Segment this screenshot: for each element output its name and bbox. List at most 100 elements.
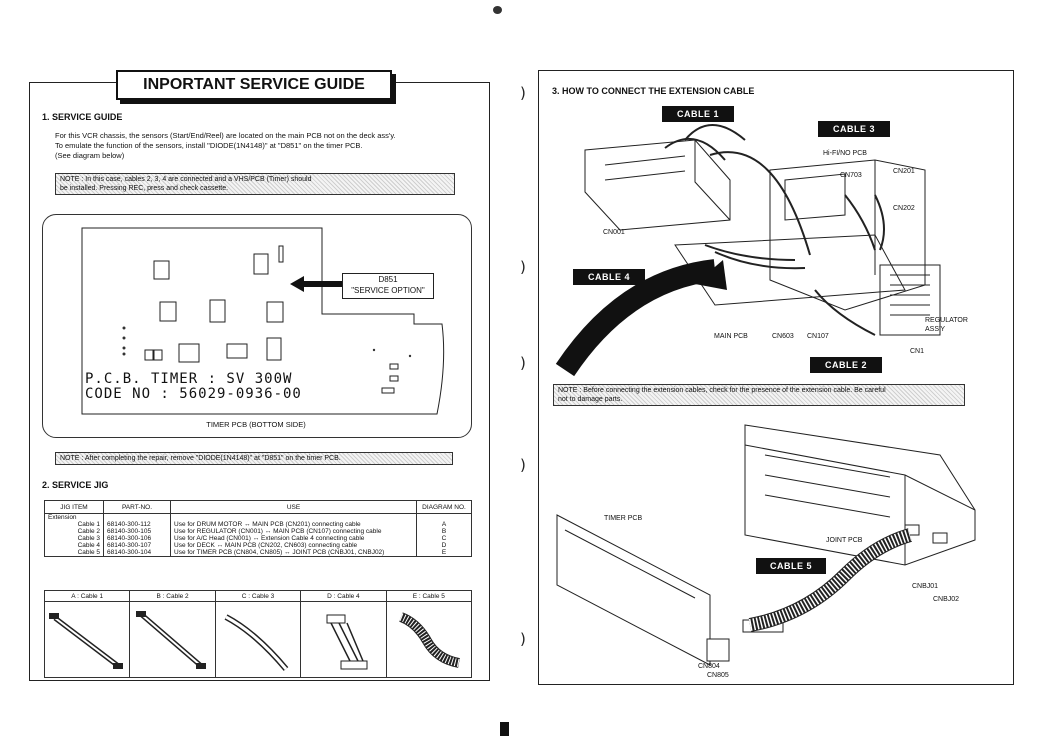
binding-mark: ) bbox=[520, 456, 526, 474]
diagram-no: A bbox=[416, 521, 472, 528]
part-no: 68140-300-112 bbox=[103, 521, 171, 528]
regulator-line: ASS'Y bbox=[925, 326, 946, 333]
diagram-no: C bbox=[416, 535, 472, 542]
page-title: INPORTANT SERVICE GUIDE bbox=[116, 70, 392, 100]
cable-3-tag: CABLE 3 bbox=[818, 121, 890, 137]
cable-3-drawing bbox=[224, 614, 289, 671]
regulator-label: REGULATOR ASS'Y bbox=[925, 316, 968, 334]
deck-connection-drawing bbox=[555, 124, 941, 377]
use-text: Use for A/C Head (CN001) ↔ Extension Cab… bbox=[170, 535, 417, 542]
cable-diagram-strip: A : Cable 1 B : Cable 2 C : Cable 3 D : … bbox=[44, 590, 472, 678]
joint-pcb-label: JOINT PCB bbox=[826, 537, 863, 544]
service-note: NOTE : In this case, cables 2, 3, 4 are … bbox=[55, 173, 455, 195]
cn805-label: CN805 bbox=[707, 672, 729, 679]
group-label: Extension bbox=[44, 513, 104, 521]
cable-1-drawing bbox=[49, 613, 123, 669]
part-no: 68140-300-107 bbox=[103, 542, 171, 549]
timer-joint-drawing bbox=[556, 424, 976, 666]
note-line: be installed. Pressing REC, press and ch… bbox=[60, 185, 229, 192]
use-text: Use for TIMER PCB (CN804, CN805) ↔ JOINT… bbox=[170, 549, 417, 557]
cable-1-tag: CABLE 1 bbox=[662, 106, 734, 122]
table-row: Cable 1 68140-300-112 Use for DRUM MOTOR… bbox=[44, 521, 472, 528]
empty-cell bbox=[103, 513, 171, 521]
cn603-label: CN603 bbox=[772, 333, 794, 340]
column-header: PART-NO. bbox=[103, 500, 171, 514]
cn804-label: CN804 bbox=[698, 663, 720, 670]
service-jig-heading: 2. SERVICE JIG bbox=[42, 480, 109, 490]
service-guide-body: For this VCR chassis, the sensors (Start… bbox=[55, 131, 475, 161]
right-page-frame bbox=[538, 70, 1014, 685]
pcb-line: P.C.B. TIMER : SV 300W bbox=[85, 371, 293, 387]
note-line: not to damage parts. bbox=[558, 396, 623, 403]
service-note-2: NOTE : After completing the repair, remo… bbox=[55, 452, 453, 465]
regulator-line: REGULATOR bbox=[925, 317, 968, 324]
cn001-label: CN001 bbox=[603, 229, 625, 236]
binding-mark: ) bbox=[520, 258, 526, 276]
body-line: (See diagram below) bbox=[55, 151, 125, 160]
cable-2-tag: CABLE 2 bbox=[810, 357, 882, 373]
table-row: Cable 4 68140-300-107 Use for DECK ↔ MAI… bbox=[44, 542, 472, 549]
empty-cell bbox=[416, 513, 472, 521]
jig-item: Cable 4 bbox=[44, 542, 104, 549]
cable-5-drawing bbox=[398, 612, 460, 668]
cable-diagram-c: C : Cable 3 bbox=[215, 591, 302, 677]
diagram-caption: D : Cable 4 bbox=[301, 592, 386, 602]
use-text: Use for DRUM MOTOR ↔ MAIN PCB (CN201) co… bbox=[170, 521, 417, 528]
use-text: Use for REGULATOR (CN001) ↔ MAIN PCB (CN… bbox=[170, 528, 417, 535]
scan-speck bbox=[500, 722, 509, 736]
cable-diagram-d: D : Cable 4 bbox=[301, 591, 387, 677]
hifi-pcb-label: Hi-FI/NO PCB bbox=[823, 150, 867, 157]
callout-line: D851 bbox=[378, 275, 398, 284]
column-header: DIAGRAM NO. bbox=[416, 500, 472, 514]
cable-4-drawing bbox=[326, 614, 368, 670]
main-pcb-label: MAIN PCB bbox=[714, 333, 748, 340]
binding-mark: ) bbox=[520, 84, 526, 102]
table-row: Extension bbox=[44, 513, 472, 521]
pcb-silkscreen: P.C.B. TIMER : SV 300W CODE NO : 56029-0… bbox=[85, 372, 302, 402]
cn107-label: CN107 bbox=[807, 333, 829, 340]
diagram-no: E bbox=[416, 549, 472, 557]
column-header: JIG ITEM bbox=[44, 500, 104, 514]
diagram-no: D bbox=[416, 542, 472, 549]
note-line: NOTE : Before connecting the extension c… bbox=[558, 387, 886, 394]
cnbj01-label: CNBJ01 bbox=[912, 583, 939, 590]
scan-speck bbox=[493, 6, 502, 14]
cnbj02-label: CNBJ02 bbox=[933, 596, 960, 603]
use-text: Use for DECK ↔ MAIN PCB (CN202, CN603) c… bbox=[170, 542, 417, 549]
diagram-caption: A : Cable 1 bbox=[45, 592, 130, 602]
callout-line: "SERVICE OPTION" bbox=[351, 286, 425, 295]
diagram-caption: E : Cable 5 bbox=[386, 592, 472, 602]
cable-diagram-b: B : Cable 2 bbox=[130, 591, 216, 677]
diagram-caption: C : Cable 3 bbox=[215, 592, 301, 602]
part-no: 68140-300-106 bbox=[103, 535, 171, 542]
jig-item: Cable 1 bbox=[44, 521, 104, 528]
column-header: USE bbox=[170, 500, 417, 514]
cable-5-tag: CABLE 5 bbox=[756, 558, 826, 574]
part-no: 68140-300-105 bbox=[103, 528, 171, 535]
cn703-label: CN703 bbox=[840, 172, 862, 179]
cable-2-drawing bbox=[136, 611, 207, 669]
jig-item: Cable 5 bbox=[44, 549, 104, 557]
cable-4-tag: CABLE 4 bbox=[573, 269, 645, 285]
part-no: 68140-300-104 bbox=[103, 549, 171, 557]
timer-pcb-figure bbox=[42, 214, 472, 438]
cable-diagram-a: A : Cable 1 bbox=[45, 591, 131, 677]
note-line: NOTE : In this case, cables 2, 3, 4 are … bbox=[60, 176, 312, 183]
timer-pcb-label: TIMER PCB bbox=[604, 515, 643, 522]
connect-note: NOTE : Before connecting the extension c… bbox=[553, 384, 965, 406]
service-guide-heading: 1. SERVICE GUIDE bbox=[42, 112, 123, 122]
table-header-row: JIG ITEM PART-NO. USE DIAGRAM NO. bbox=[44, 500, 472, 514]
cable-diagram-e: E : Cable 5 bbox=[386, 591, 472, 677]
binding-mark: ) bbox=[520, 354, 526, 372]
jig-item: Cable 3 bbox=[44, 535, 104, 542]
body-line: For this VCR chassis, the sensors (Start… bbox=[55, 131, 396, 140]
table-row: Cable 3 68140-300-106 Use for A/C Head (… bbox=[44, 535, 472, 542]
table-row: Cable 5 68140-300-104 Use for TIMER PCB … bbox=[44, 549, 472, 557]
cn202-label: CN202 bbox=[893, 205, 915, 212]
cn201-label: CN201 bbox=[893, 168, 915, 175]
connect-cable-heading: 3. HOW TO CONNECT THE EXTENSION CABLE bbox=[552, 86, 755, 96]
cn1-label: CN1 bbox=[910, 348, 925, 355]
binding-mark: ) bbox=[520, 630, 526, 648]
jig-item: Cable 2 bbox=[44, 528, 104, 535]
timer-pcb-drawing bbox=[81, 227, 445, 415]
